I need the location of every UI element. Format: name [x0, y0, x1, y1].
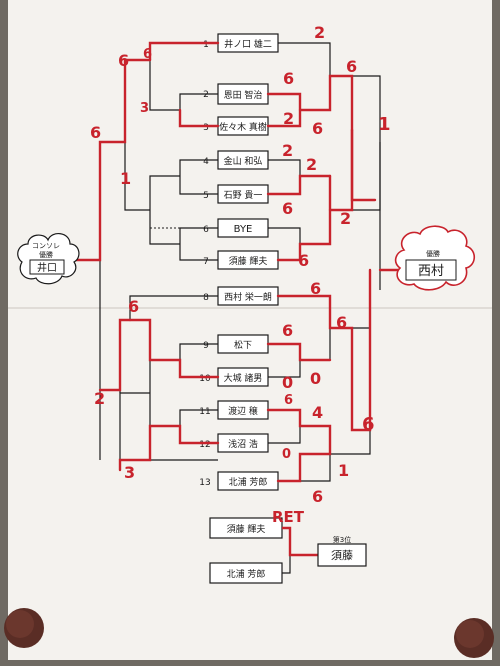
- consolation-winner-box: [29, 259, 65, 275]
- champion-name: 西村: [418, 264, 444, 279]
- entrant-seed-3: 3: [203, 123, 209, 133]
- third-place-match: 須藤 輝夫 北浦 芳郎 RET 第3位 須藤: [209, 508, 367, 584]
- entrant-seed-6: 6: [203, 225, 209, 235]
- winner-lines: [70, 41, 402, 483]
- third-place-winner-box: [317, 543, 367, 567]
- score-m1112-a: 6: [284, 393, 293, 408]
- entrant-boxes: 井ノ口 雄二 1 恩田 智治 2 佐々木 真樹 3 金山 和弘 4 石野 貴一 …: [199, 33, 279, 491]
- entrant-seed-2: 2: [203, 90, 209, 100]
- champion-label: 優勝: [426, 249, 440, 258]
- consolation-cloud: コンソレ 優勝 井口: [17, 233, 80, 285]
- entrant-seed-4: 4: [203, 157, 209, 167]
- score-m45-a: 2: [282, 141, 293, 160]
- entrant-seed-11: 11: [199, 407, 210, 417]
- score-final-bottom: 6: [362, 414, 375, 435]
- entrant-name-9: 松下: [234, 339, 252, 351]
- entrant-name-12: 浅沼 浩: [228, 438, 258, 450]
- entrant-name-6: BYE: [234, 224, 253, 235]
- entrant-name-13: 北浦 芳郎: [229, 476, 268, 488]
- score-marks: 6 6 3 6 1 6 2 2 6 2 6 2 6 6 2 1 6 2 3 6 …: [90, 23, 391, 506]
- third-place-line-b: [282, 555, 291, 574]
- score-r1-top-3: 6: [90, 123, 101, 142]
- score-m45-b: 6: [282, 199, 293, 218]
- champion-name-box: [405, 259, 457, 281]
- third-place-player-b: 北浦 芳郎: [227, 568, 266, 580]
- consolation-label: コンソレ: [32, 242, 60, 250]
- entrant-name-1: 井ノ口 雄二: [224, 38, 272, 50]
- entrant-name-10: 大城 諸男: [224, 372, 263, 384]
- score-r1-top-1b: 6: [143, 47, 152, 62]
- third-place-winner: 須藤: [331, 549, 353, 562]
- score-m23-b: 2: [283, 109, 294, 128]
- score-s-bot3-b: 6: [312, 487, 323, 506]
- score-m910-a: 6: [282, 321, 293, 340]
- score-bot-r1-c: 3: [124, 463, 135, 482]
- third-place-player-a: 須藤 輝夫: [227, 523, 266, 535]
- entrant-seed-8: 8: [203, 293, 209, 303]
- thumbtack-right-shine: [456, 620, 484, 648]
- entrant-seed-5: 5: [203, 191, 209, 201]
- score-m1112-b: 0: [282, 447, 291, 462]
- entrant-seed-12: 12: [199, 440, 210, 450]
- score-r1-top-1: 6: [118, 51, 129, 70]
- champion-cloud: 優勝 西村: [394, 225, 476, 291]
- score-semi-b: 2: [340, 209, 351, 228]
- entrant-name-5: 石野 貴一: [224, 189, 263, 201]
- score-bot-r1-a: 6: [128, 297, 139, 316]
- entrant-seed-1: 1: [203, 40, 209, 50]
- entrant-seed-9: 9: [203, 341, 209, 351]
- entrant-name-11: 渡辺 穣: [228, 405, 258, 417]
- entrant-name-8: 西村 栄一朗: [224, 291, 272, 303]
- third-place-ret: RET: [272, 508, 305, 526]
- entrant-seed-10: 10: [199, 374, 211, 384]
- consolation-sub: 優勝: [39, 250, 53, 259]
- dotted-lines: [150, 109, 200, 229]
- third-place-label: 第3位: [333, 535, 351, 544]
- entrant-name-7: 須藤 輝夫: [229, 255, 268, 267]
- score-s-mid-a: 2: [306, 155, 317, 174]
- score-bot-r1-b: 2: [94, 389, 105, 408]
- entrant-seed-13: 13: [199, 478, 210, 488]
- thumbtack-left-shine: [6, 610, 34, 638]
- consolation-winner: 井口: [37, 261, 57, 274]
- score-s-bot3-a: 6: [336, 313, 347, 332]
- score-r1-top-2: 3: [140, 101, 149, 116]
- entrant-name-3: 佐々木 真樹: [219, 121, 267, 133]
- entrant-name-4: 金山 和弘: [224, 155, 263, 167]
- score-s-mid-b: 6: [298, 251, 309, 270]
- entrant-name-2: 恩田 智治: [224, 89, 263, 101]
- score-m23-a: 6: [283, 69, 294, 88]
- score-final-top: 1: [378, 114, 391, 135]
- third-place-winner-line: [282, 526, 318, 557]
- score-top-final-a: 2: [314, 23, 325, 42]
- score-semi-a: 6: [346, 57, 357, 76]
- score-top-final-b: 6: [312, 119, 323, 138]
- score-s-bot2-b: 1: [338, 461, 349, 480]
- score-r1-top-4: 1: [120, 169, 131, 188]
- score-s-bot-b: 0: [310, 369, 321, 388]
- score-s-bot-a: 6: [310, 279, 321, 298]
- score-s-bot2-a: 4: [312, 403, 323, 422]
- score-m910-b: 0: [282, 373, 293, 392]
- entrant-seed-7: 7: [203, 257, 209, 267]
- paper-sheet: [8, 0, 492, 660]
